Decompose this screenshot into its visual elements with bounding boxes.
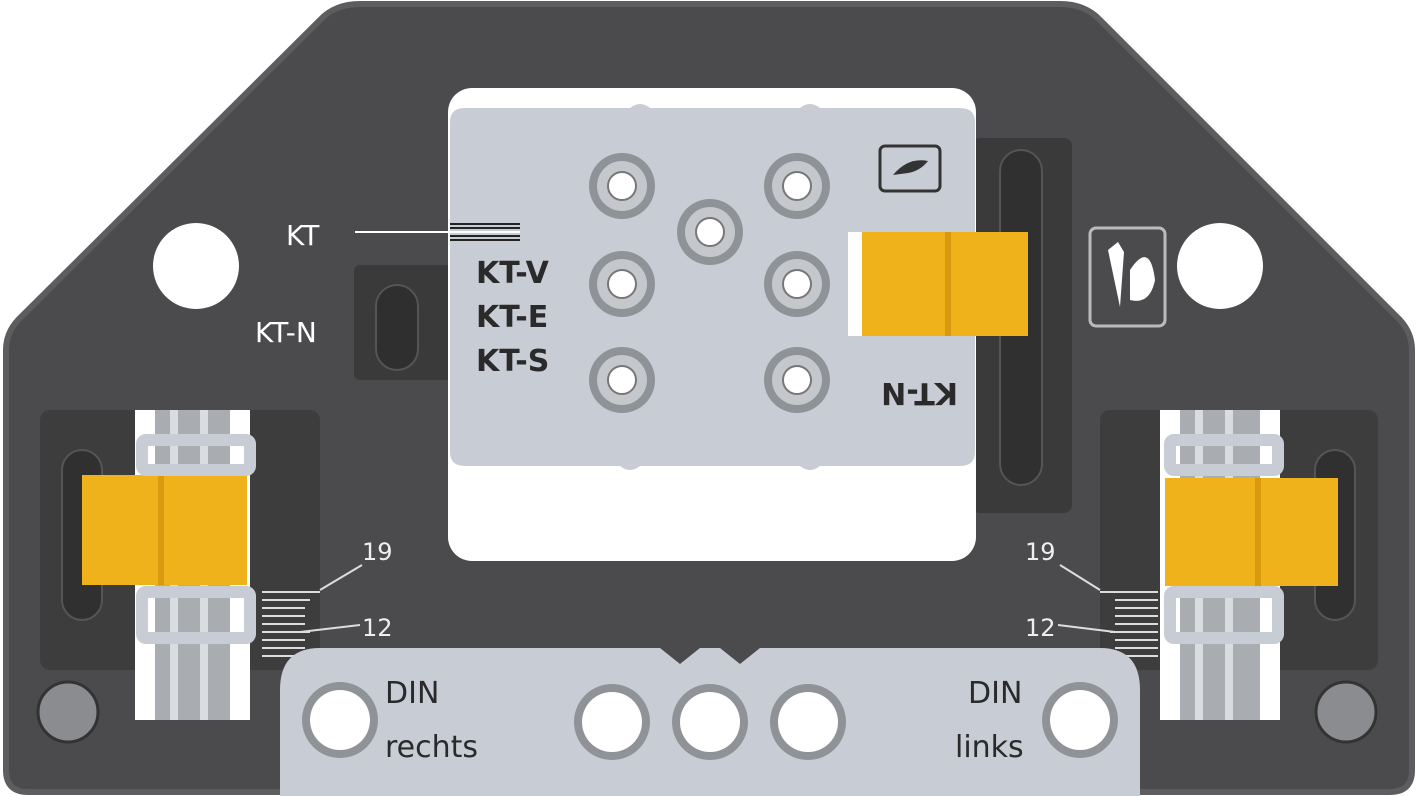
slider-right[interactable] [1165, 478, 1338, 586]
label-kt-n-plate: KT-N [881, 375, 958, 410]
scale-left [262, 564, 363, 657]
label-kt: KT [286, 219, 320, 252]
label-right-19: 19 [1025, 538, 1056, 566]
label-din-rechts-1: DIN [385, 676, 439, 711]
slider-left[interactable] [82, 475, 247, 585]
screw-left [36, 680, 100, 744]
label-left-19: 19 [362, 538, 393, 566]
rooster-logo-icon [1088, 226, 1167, 328]
label-kt-v: KT-V [476, 256, 550, 291]
label-kt-e: KT-E [476, 300, 548, 335]
label-kt-n-left: KT-N [255, 316, 317, 349]
label-din-rechts-2: rechts [385, 730, 478, 765]
label-right-12: 12 [1025, 614, 1056, 642]
kt-leader [355, 223, 520, 241]
din-holes [302, 682, 1118, 760]
slider-kt-n[interactable] [848, 232, 1028, 336]
contact-eyelets [589, 153, 830, 413]
label-left-12: 12 [362, 614, 393, 642]
label-plate [450, 104, 975, 470]
label-kt-s: KT-S [476, 344, 549, 379]
screw-right [1314, 680, 1378, 744]
mounting-hole-left [153, 223, 239, 309]
mounting-hole-right [1177, 223, 1263, 309]
label-din-links-1: DIN [968, 676, 1022, 711]
label-din-links-2: links [955, 730, 1024, 765]
